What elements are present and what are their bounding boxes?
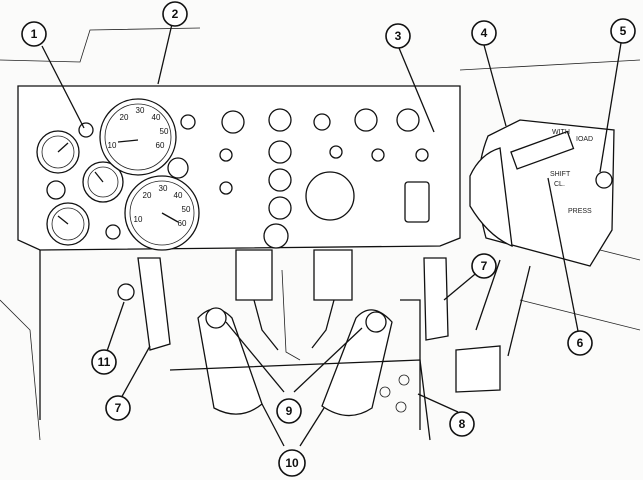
tachometer-tick: 50 (182, 205, 191, 214)
shift-housing: WITH IOAD SHIFT CL. PRESS (455, 119, 615, 393)
callouts: 1 2 3 4 5 6 7 7 8 9 10 11 (21, 1, 636, 477)
callout-4: 4 (471, 20, 497, 46)
callout-10: 10 (278, 449, 306, 477)
svg-text:2: 2 (172, 7, 179, 21)
callout-2: 2 (162, 1, 188, 27)
svg-text:7: 7 (115, 401, 122, 415)
shift-plate-line: WITH (552, 129, 570, 136)
tachometer: 10 20 30 40 50 60 (124, 175, 200, 251)
callout-11: 11 (91, 349, 117, 375)
speedometer-tick: 60 (156, 141, 165, 150)
callout-9: 9 (276, 398, 302, 424)
speedometer-tick: 30 (136, 106, 145, 115)
shift-plate-line: IOAD (576, 136, 593, 143)
svg-text:5: 5 (620, 24, 627, 38)
tachometer-tick: 40 (174, 191, 183, 200)
svg-text:6: 6 (577, 336, 584, 350)
callout-1: 1 (21, 21, 47, 47)
svg-text:3: 3 (395, 29, 402, 43)
svg-text:11: 11 (98, 355, 111, 369)
panel-knobs (167, 108, 430, 249)
shift-plate-line: CL. (554, 181, 565, 188)
floor-panel (169, 299, 431, 441)
left-gauge-cluster (36, 122, 124, 246)
center-assembly (235, 171, 355, 361)
tachometer-tick: 10 (134, 215, 143, 224)
svg-text:1: 1 (31, 27, 38, 41)
callout-8: 8 (449, 411, 475, 437)
svg-text:4: 4 (481, 26, 488, 40)
callout-7-left: 7 (105, 395, 131, 421)
shift-plate-line: SHIFT (550, 171, 571, 178)
speedometer-tick: 10 (108, 141, 117, 150)
svg-text:10: 10 (285, 456, 299, 470)
tachometer-tick: 30 (159, 184, 168, 193)
speedometer-tick: 20 (120, 113, 129, 122)
shift-plate-line: PRESS (568, 208, 592, 215)
callout-5: 5 (610, 18, 636, 44)
svg-text:9: 9 (286, 404, 293, 418)
tachometer-tick: 20 (143, 191, 152, 200)
speedometer-tick: 50 (160, 127, 169, 136)
leader-lines (41, 23, 622, 447)
svg-text:8: 8 (459, 417, 466, 431)
control-levers (117, 257, 449, 417)
speedometer-tick: 40 (152, 113, 161, 122)
callout-6: 6 (567, 330, 593, 356)
tachometer-tick: 60 (178, 219, 187, 228)
svg-text:7: 7 (481, 259, 488, 273)
callout-3: 3 (385, 23, 411, 49)
speedometer: 10 20 30 40 50 60 (99, 98, 177, 176)
callout-7-right: 7 (471, 253, 497, 279)
